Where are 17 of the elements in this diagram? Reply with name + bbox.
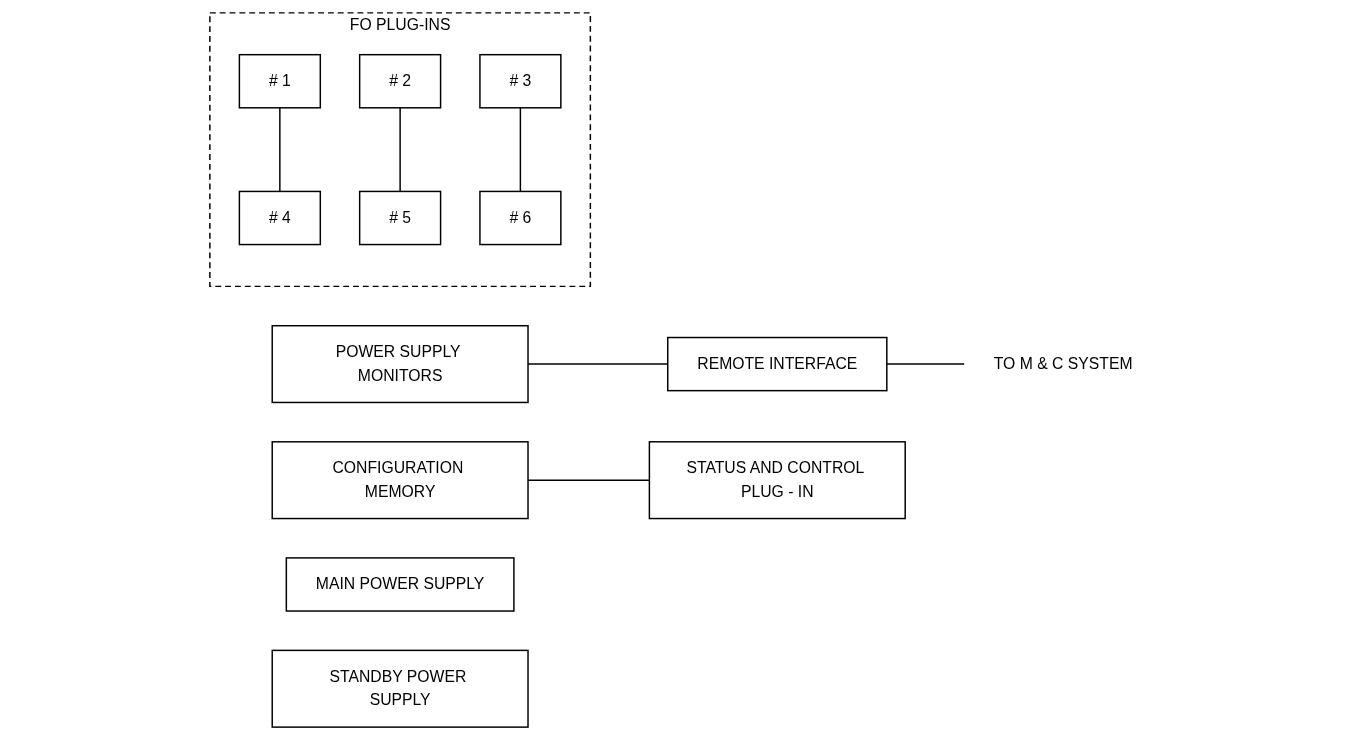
connector — [519, 107, 522, 193]
node-box: # 2 — [358, 53, 442, 109]
node-box: # 6 — [479, 190, 562, 246]
node-box: # 1 — [238, 53, 322, 109]
node-box: STATUS AND CONTROL PLUG - IN — [648, 441, 906, 520]
connector — [886, 363, 965, 365]
node-box: # 5 — [358, 190, 442, 246]
connector — [279, 107, 281, 193]
node-text: TO M & C SYSTEM — [993, 355, 1133, 372]
connector — [399, 107, 401, 193]
node-box: # 4 — [238, 190, 322, 246]
node-box: CONFIGURATION MEMORY — [271, 441, 529, 520]
node-box: REMOTE INTERFACE — [667, 336, 888, 392]
node-box: STANDBY POWER SUPPLY — [271, 649, 529, 728]
node-box: # 3 — [479, 53, 562, 109]
node-box: MAIN POWER SUPPLY — [285, 557, 515, 612]
node-box: POWER SUPPLY MONITORS — [271, 325, 529, 404]
